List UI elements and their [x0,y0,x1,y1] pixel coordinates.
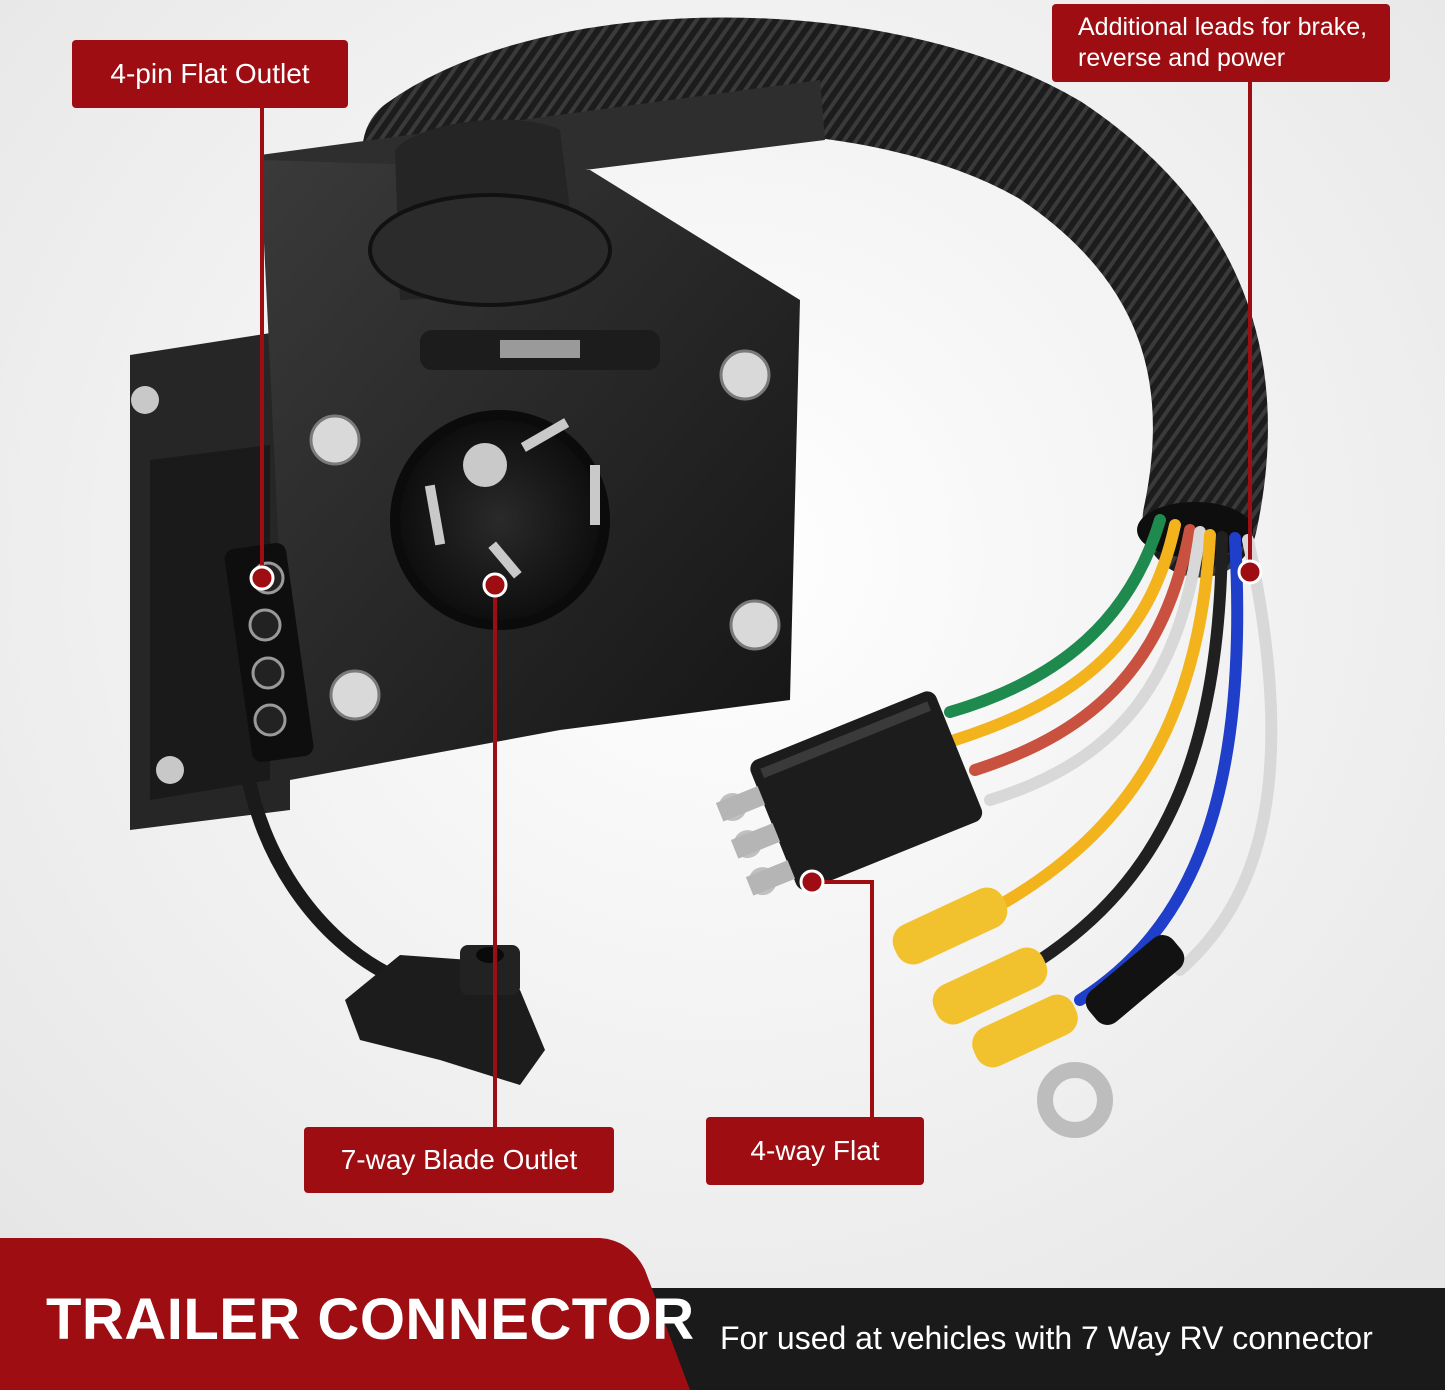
socket-blades [424,418,600,579]
screw-heads [309,349,781,721]
wire-yellow-long [994,529,1216,911]
four-pin-flat-outlet-text: 4-pin Flat Outlet [110,58,310,89]
additional-leads-line-2: reverse and power [1078,44,1286,72]
footer-black-band [600,1288,1445,1390]
red-dot-marker [1237,559,1263,585]
pigtail-cable [238,753,397,982]
seven-way-blade-outlet-label: 7-way Blade Outlet [304,1127,614,1193]
mounting-screw [131,386,159,414]
marker-dots [249,559,1263,895]
mounting-screw [156,756,184,784]
socket-lid [368,193,612,307]
wire-yellow-short [949,519,1181,746]
red-dot-marker [249,565,275,591]
wire-black [1034,531,1228,966]
additional-leads-line-1: Additional leads for brake, [1078,13,1368,41]
seven-way-socket-housing [130,80,825,830]
four-pin-flat-outlet-label: 4-pin Flat Outlet [72,40,348,108]
socket-opening [390,410,610,630]
four-pin-flat-outlet [224,543,314,762]
four-way-flat-label: 4-way Flat [706,1117,924,1185]
four-way-flat-text: 4-way Flat [750,1135,880,1166]
butt-connector [972,994,1078,1068]
wire-white-short [984,526,1206,806]
wire-white-long [1174,534,1278,976]
footer-title: TRAILER CONNECTOR [46,1287,695,1352]
footer-tagline: For used at vehicles with 7 Way RV conne… [720,1320,1373,1356]
callout-leader-lines [260,82,1252,1127]
corrugated-hose [362,17,1268,578]
wire-red [969,524,1196,776]
butt-connectors [892,887,1078,1068]
four-way-flat-plug [715,691,983,896]
ring-terminal [1037,935,1185,1138]
red-dot-marker [482,572,508,598]
butt-connector [892,887,1008,965]
wire-green [944,514,1166,718]
seven-way-blade-outlet-text: 7-way Blade Outlet [340,1144,578,1175]
red-dot-marker [799,869,825,895]
butt-connector [932,947,1048,1025]
footer-red-band [0,1238,690,1390]
additional-leads-label: Additional leads for brake, reverse and … [1052,4,1390,82]
